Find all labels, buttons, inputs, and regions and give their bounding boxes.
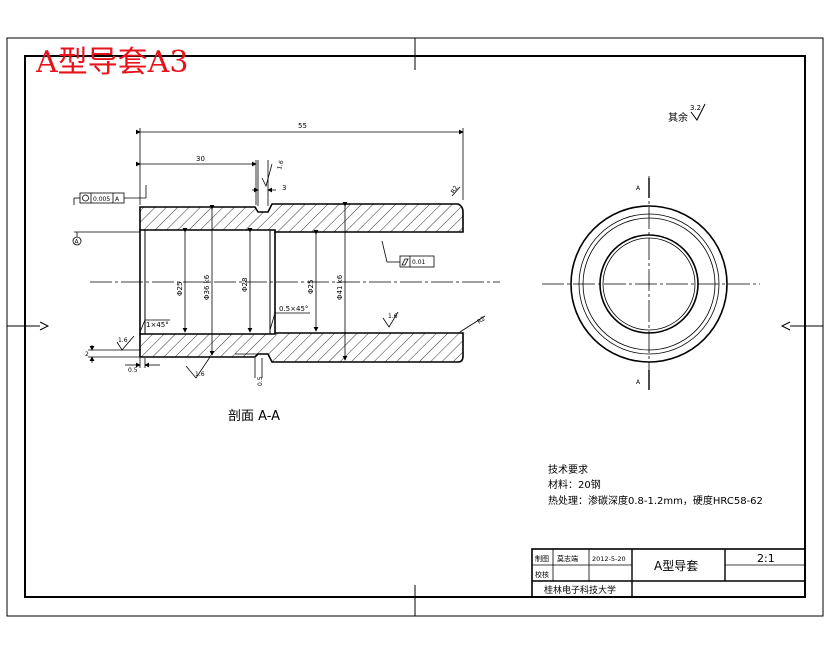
cut-mark-bottom: A bbox=[636, 379, 641, 386]
cylindricity-value: 0.01 bbox=[412, 259, 426, 266]
tb-school: 桂林电子科技大学 bbox=[544, 584, 616, 596]
tech-material: 材料：20钢 bbox=[548, 478, 601, 491]
dim-radius-bottom: R2 bbox=[476, 315, 487, 325]
tb-drawn-label: 制图 bbox=[535, 554, 549, 563]
finish-note-value: 3.2 bbox=[690, 104, 701, 112]
section-caption: 剖面 A-A bbox=[228, 409, 280, 424]
dim-dia-3: Φ28 bbox=[241, 278, 249, 292]
centering-marks bbox=[7, 38, 823, 616]
title-block bbox=[531, 548, 806, 598]
chamfer-inner: 0.5×45° bbox=[279, 305, 308, 313]
tech-heading: 技术要求 bbox=[548, 463, 588, 476]
chamfer-left: 1×45° bbox=[146, 321, 169, 329]
tech-heat-treatment: 热处理：渗碳深度0.8-1.2mm，硬度HRC58-62 bbox=[548, 494, 763, 507]
dim-small-3: 0.5 bbox=[257, 376, 264, 386]
runout-value: 0.005 bbox=[93, 196, 110, 203]
finish-note-label: 其余 bbox=[668, 111, 688, 124]
roughness-mid: 1.6 bbox=[195, 371, 205, 378]
dim-small-2: 0.5 bbox=[128, 367, 138, 374]
tb-scale: 2:1 bbox=[757, 552, 775, 565]
finish-note: 其余 3.2 bbox=[668, 103, 706, 124]
section-wall-top bbox=[139, 203, 464, 233]
dim-overall-length: 55 bbox=[298, 122, 307, 130]
section-wall-bottom bbox=[139, 332, 464, 363]
dim-dia-4: Φ25 bbox=[307, 280, 315, 294]
outer-frame bbox=[6, 37, 824, 617]
end-view bbox=[542, 176, 760, 392]
dim-radius-top: R2 bbox=[450, 184, 460, 195]
tb-drawn-by: 莫志端 bbox=[557, 554, 578, 563]
roughness-right: 1.6 bbox=[388, 313, 398, 320]
dim-small-1: 2 bbox=[85, 351, 89, 358]
tech-requirements: 技术要求 材料：20钢 热处理：渗碳深度0.8-1.2mm，硬度HRC58-62 bbox=[548, 463, 763, 507]
datum-letter: A bbox=[75, 239, 80, 246]
tb-part-name: A型导套 bbox=[654, 559, 698, 573]
runout-datum: A bbox=[115, 196, 120, 203]
dim-groove-width: 3 bbox=[282, 184, 286, 192]
roughness-bottom-left: 1.6 bbox=[118, 337, 128, 344]
section-view: Φ25 Φ36 k6 Φ28 Φ25 Φ41 k6 55 30 3 1.6 R2… bbox=[72, 122, 500, 386]
cut-mark-top: A bbox=[636, 185, 641, 192]
dim-dia-5: Φ41 k6 bbox=[336, 274, 344, 300]
tb-checked-label: 校核 bbox=[535, 570, 549, 579]
dim-dia-1: Φ25 bbox=[176, 282, 184, 296]
section-cut-arrows: A A bbox=[636, 185, 641, 386]
roughness-top: 1.6 bbox=[276, 159, 285, 170]
tb-date: 2012-5-20 bbox=[592, 555, 626, 563]
overlay-title: A型导套A3 bbox=[35, 45, 188, 80]
dim-shoulder-length: 30 bbox=[196, 155, 205, 163]
dim-dia-2: Φ36 k6 bbox=[203, 274, 211, 300]
